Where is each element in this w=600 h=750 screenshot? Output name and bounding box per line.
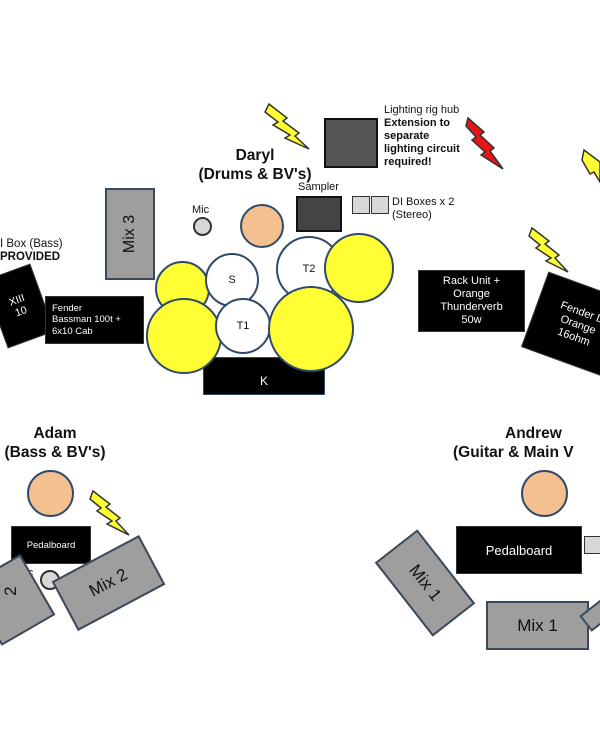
cymbal-crash-left <box>146 298 222 374</box>
power-lightning-icon <box>528 226 569 273</box>
andrew-title: Andrew (Guitar & Main V <box>453 425 574 461</box>
adam-pedalboard: Pedalboard <box>11 526 91 564</box>
andrew-pedalboard: Pedalboard <box>456 526 582 574</box>
di-boxes-label: DI Boxes x 2 (Stereo) <box>392 196 455 221</box>
monitor-mix-2-partial-label: 2 <box>1 586 21 596</box>
di-box-left <box>352 196 370 214</box>
andrew-di-box-partial <box>584 536 600 554</box>
tom-1-label: T1 <box>236 320 250 332</box>
daryl-mic <box>193 217 212 236</box>
andrew-head <box>521 470 568 517</box>
rack-unit-orange-thunderverb: Rack Unit + Orange Thunderverb 50w <box>418 270 525 332</box>
adam-head <box>27 470 74 517</box>
power-lightning-icon <box>89 489 130 536</box>
fender-bassman-amp: Fender Bassman 100t + 6x10 Cab <box>45 296 144 344</box>
andrew-pedalboard-label: Pedalboard <box>485 542 553 558</box>
cymbal-ride <box>324 233 394 303</box>
tom-1: T1 <box>215 298 271 354</box>
monitor-mix-1-angled-label: Mix 1 <box>405 560 446 605</box>
di-box-right <box>371 196 389 214</box>
cymbal-crash-right <box>268 286 354 372</box>
monitor-mix-1: Mix 1 <box>486 601 589 650</box>
monitor-mix-3: Mix 3 <box>105 188 155 280</box>
di-box-bass-label: I Box (Bass) PROVIDED <box>0 238 63 263</box>
monitor-mix-3-label: Mix 3 <box>120 214 138 254</box>
adam-title: Adam (Bass & BV's) <box>4 425 106 461</box>
tom-2-label: T2 <box>302 263 316 275</box>
fender-orange-cab: Fender D Orange 16ohm <box>521 271 600 379</box>
snare-label: S <box>228 274 236 286</box>
daryl-mic-label: Mic <box>192 204 210 216</box>
power-lightning-icon-partial <box>581 148 600 184</box>
lighting-hub-label: Lighting rig hub Extension to separate l… <box>384 104 460 168</box>
lighting-rig-hub <box>324 118 378 168</box>
monitor-mix-1-label: Mix 1 <box>517 615 558 635</box>
kick-drum-label: K <box>259 374 268 388</box>
adam-pedalboard-label: Pedalboard <box>26 539 76 551</box>
sampler <box>296 196 342 232</box>
monitor-mix-2-partial: 2 <box>0 554 56 646</box>
daryl-head <box>240 204 284 248</box>
lighting-power-lightning-icon <box>465 116 504 170</box>
power-lightning-icon <box>264 102 310 150</box>
monitor-mix-2-label: Mix 2 <box>85 564 131 601</box>
daryl-title: Daryl (Drums & BV's) <box>198 147 312 183</box>
sampler-label: Sampler <box>298 181 339 193</box>
